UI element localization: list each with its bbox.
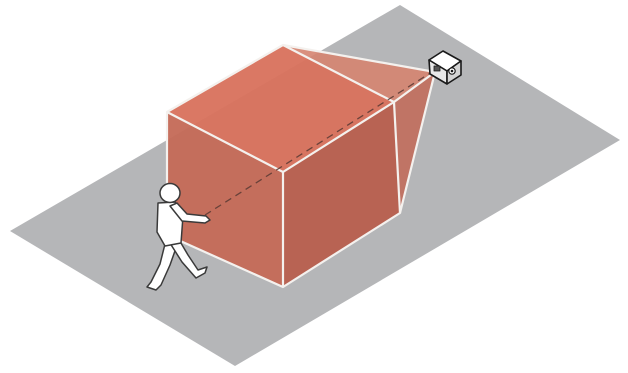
sensor-sightline xyxy=(204,71,433,216)
zone-beam-side-face xyxy=(394,72,435,213)
zone-beam-top-face xyxy=(283,45,435,102)
zone-edge-beam-bottom xyxy=(398,71,437,214)
walking-person-icon xyxy=(146,182,211,291)
detection-zone xyxy=(165,43,437,289)
zone-edge-beam-mid xyxy=(393,71,436,103)
sensor-camera-icon xyxy=(428,50,462,85)
zone-edge-beam-top xyxy=(282,43,436,74)
zone-left-face xyxy=(167,112,283,287)
zone-edge-top-right xyxy=(282,101,395,173)
zone-right-face xyxy=(283,102,400,287)
